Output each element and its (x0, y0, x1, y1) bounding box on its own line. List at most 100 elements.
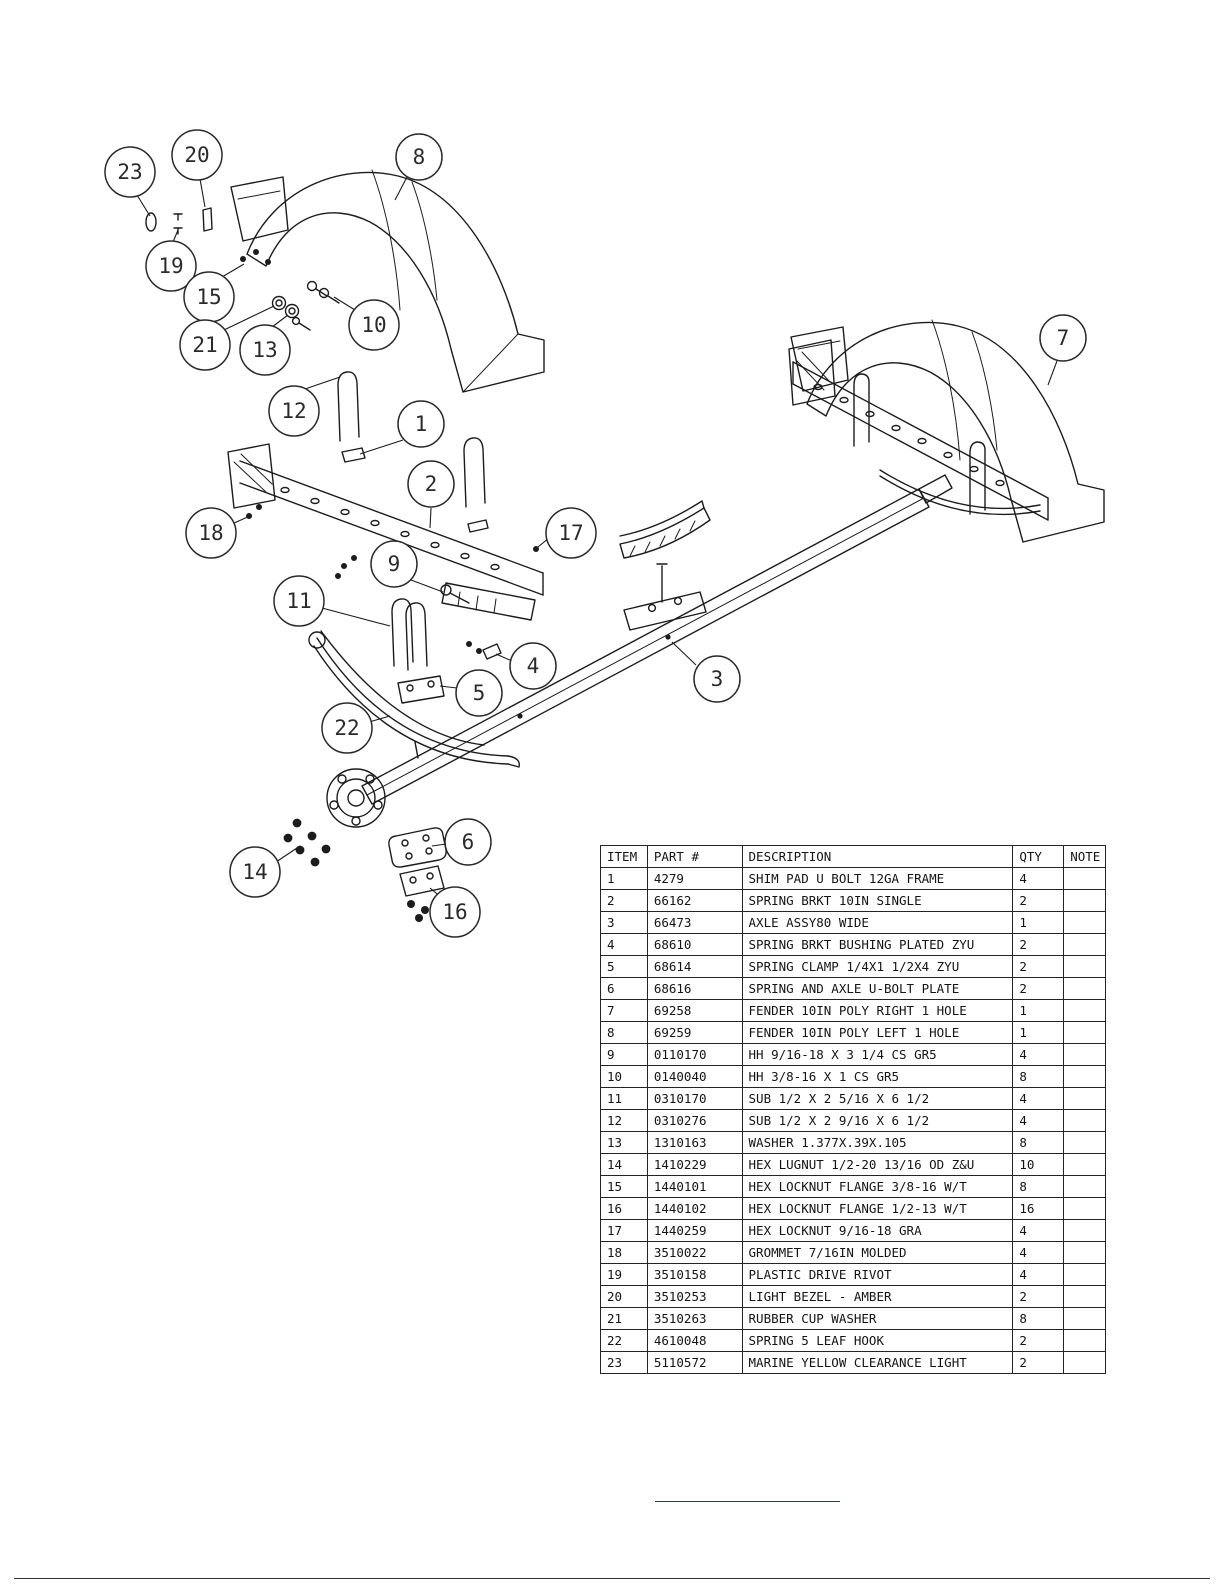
cell-part-number: 4279 (646, 867, 743, 890)
header-row: ITEM PART # DESCRIPTION QTY NOTE (600, 845, 1106, 868)
cell-description: HEX LOCKNUT 9/16-18 GRA (741, 1219, 1014, 1242)
cell-part-number: 1440259 (646, 1219, 743, 1242)
table-row: 5 68614 SPRING CLAMP 1/4X1 1/2X4 ZYU 2 (600, 955, 1106, 978)
callout-22-label: 22 (334, 716, 359, 740)
cell-part-number: 0140040 (646, 1065, 743, 1088)
cell-qty: 4 (1012, 867, 1065, 890)
plates-and-clamps (341, 447, 502, 922)
callout-20: 20 (171, 129, 223, 181)
callout-22: 22 (321, 702, 373, 754)
cell-part-number: 0310276 (646, 1109, 743, 1132)
table-row: 23 5110572 MARINE YELLOW CLEARANCE LIGHT… (600, 1351, 1106, 1374)
table-row: 7 69258 FENDER 10IN POLY RIGHT 1 HOLE 1 (600, 999, 1106, 1022)
table-row: 22 4610048 SPRING 5 LEAF HOOK 2 (600, 1329, 1106, 1352)
callout-11-label: 11 (286, 589, 311, 613)
cell-item: 14 (600, 1153, 648, 1176)
callout-7: 7 (1039, 314, 1087, 362)
cell-note (1063, 1329, 1106, 1352)
cell-item: 19 (600, 1263, 648, 1286)
cell-note (1063, 1241, 1106, 1264)
cell-note (1063, 999, 1106, 1022)
cell-item: 9 (600, 1043, 648, 1066)
callout-10: 10 (348, 299, 400, 351)
cell-description: SHIM PAD U BOLT 12GA FRAME (741, 867, 1014, 890)
callout-20-label: 20 (184, 143, 209, 167)
cell-description: SUB 1/2 X 2 5/16 X 6 1/2 (741, 1087, 1014, 1110)
callout-17-label: 17 (558, 521, 583, 545)
callout-5: 5 (455, 669, 503, 717)
cell-part-number: 68610 (646, 933, 743, 956)
cell-description: FENDER 10IN POLY LEFT 1 HOLE (741, 1021, 1014, 1044)
cell-qty: 2 (1012, 933, 1065, 956)
callout-9: 9 (370, 540, 418, 588)
callout-5-label: 5 (473, 681, 486, 705)
cell-description: SPRING 5 LEAF HOOK (741, 1329, 1014, 1352)
callout-18-label: 18 (198, 521, 223, 545)
cell-description: SPRING AND AXLE U-BOLT PLATE (741, 977, 1014, 1000)
cell-note (1063, 889, 1106, 912)
cell-item: 1 (600, 867, 648, 890)
cell-note (1063, 1021, 1106, 1044)
cell-qty: 8 (1012, 1065, 1065, 1088)
cell-qty: 2 (1012, 1329, 1065, 1352)
table-row: 9 0110170 HH 9/16-18 X 3 1/4 CS GR5 4 (600, 1043, 1106, 1066)
callout-1-label: 1 (415, 412, 428, 436)
cell-part-number: 69259 (646, 1021, 743, 1044)
table-row: 18 3510022 GROMMET 7/16IN MOLDED 4 (600, 1241, 1106, 1264)
callout-16: 16 (429, 886, 481, 938)
cell-qty: 2 (1012, 1351, 1065, 1374)
cell-description: GROMMET 7/16IN MOLDED (741, 1241, 1014, 1264)
callout-6-label: 6 (462, 830, 475, 854)
table-row: 14 1410229 HEX LUGNUT 1/2-20 13/16 OD Z&… (600, 1153, 1106, 1176)
table-row: 4 68610 SPRING BRKT BUSHING PLATED ZYU 2 (600, 933, 1106, 956)
table-row: 1 4279 SHIM PAD U BOLT 12GA FRAME 4 (600, 867, 1106, 890)
cell-qty: 4 (1012, 1043, 1065, 1066)
table-row: 13 1310163 WASHER 1.377X.39X.105 8 (600, 1131, 1106, 1154)
cell-item: 11 (600, 1087, 648, 1110)
axle (361, 474, 953, 805)
callout-10-label: 10 (361, 313, 386, 337)
callout-19-label: 19 (158, 254, 183, 278)
cell-qty: 4 (1012, 1263, 1065, 1286)
cell-description: SPRING BRKT 10IN SINGLE (741, 889, 1014, 912)
callout-2-label: 2 (425, 472, 438, 496)
cell-item: 8 (600, 1021, 648, 1044)
cell-item: 23 (600, 1351, 648, 1374)
cell-description: HEX LOCKNUT FLANGE 3/8-16 W/T (741, 1175, 1014, 1198)
lug-nuts (283, 818, 331, 867)
cell-part-number: 3510158 (646, 1263, 743, 1286)
cell-qty: 4 (1012, 1109, 1065, 1132)
cell-item: 13 (600, 1131, 648, 1154)
callout-15-label: 15 (196, 285, 221, 309)
hub (326, 768, 386, 828)
cell-note (1063, 867, 1106, 890)
cell-note (1063, 933, 1106, 956)
callout-11: 11 (273, 575, 325, 627)
cell-description: SUB 1/2 X 2 9/16 X 6 1/2 (741, 1109, 1014, 1132)
cell-note (1063, 1065, 1106, 1088)
cell-description: MARINE YELLOW CLEARANCE LIGHT (741, 1351, 1014, 1374)
cell-note (1063, 1307, 1106, 1330)
cell-part-number: 69258 (646, 999, 743, 1022)
cell-note (1063, 1175, 1106, 1198)
cell-description: FENDER 10IN POLY RIGHT 1 HOLE (741, 999, 1014, 1022)
table-row: 19 3510158 PLASTIC DRIVE RIVOT 4 (600, 1263, 1106, 1286)
callout-14-label: 14 (242, 860, 267, 884)
footer-link[interactable] (655, 1487, 840, 1502)
cell-note (1063, 977, 1106, 1000)
page-bottom-rule (14, 1578, 1210, 1579)
callout-23-label: 23 (117, 160, 142, 184)
cell-description: AXLE ASSY80 WIDE (741, 911, 1014, 934)
leaf-spring (308, 630, 520, 768)
frame-rail-right (788, 339, 1049, 521)
cell-qty: 2 (1012, 955, 1065, 978)
callout-21: 21 (179, 319, 231, 371)
cell-note (1063, 1153, 1106, 1176)
callout-4-label: 4 (527, 654, 540, 678)
callout-9-label: 9 (388, 552, 401, 576)
col-header-description: DESCRIPTION (741, 845, 1014, 868)
callout-8: 8 (395, 133, 443, 181)
col-header-part-number: PART # (646, 845, 743, 868)
parts-table: ITEM PART # DESCRIPTION QTY NOTE 1 4279 … (600, 845, 1106, 1374)
cell-qty: 2 (1012, 977, 1065, 1000)
